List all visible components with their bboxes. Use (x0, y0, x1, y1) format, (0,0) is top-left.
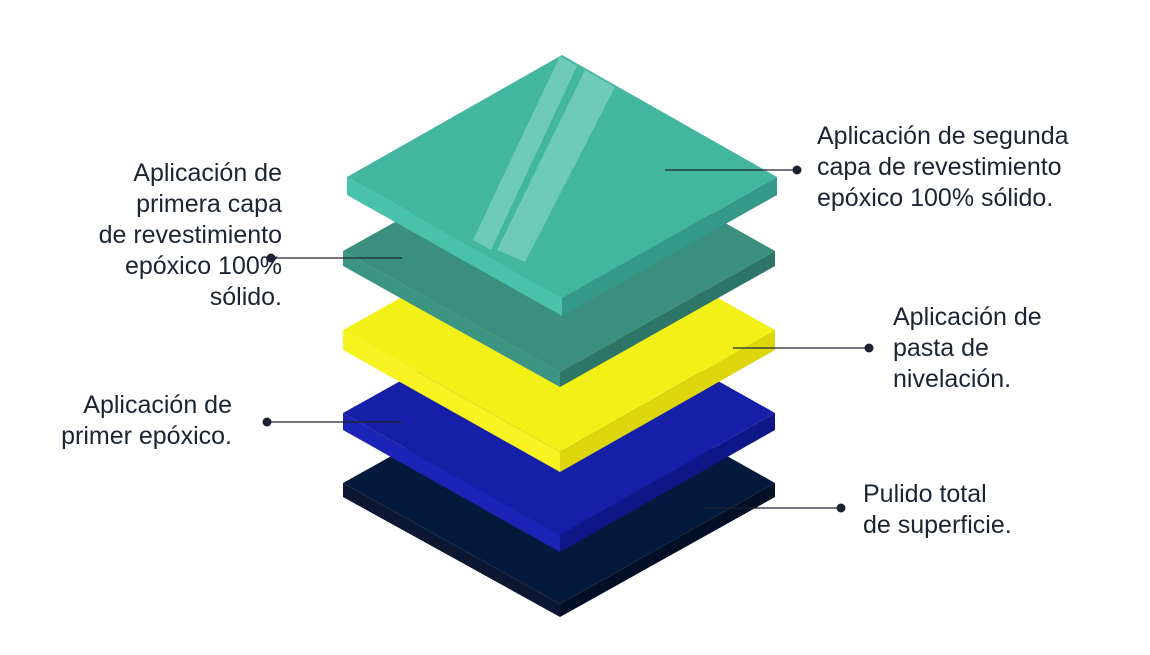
connector-primer (262, 417, 402, 427)
gloss-highlight-1 (473, 56, 577, 250)
connector-pasta (733, 343, 874, 353)
layer-pulido-right-side (560, 483, 775, 617)
layer-primer-left-side (343, 413, 560, 552)
layer-pasta-right-side (560, 330, 775, 472)
label-segunda-capa: Aplicación de segunda capa de revestimie… (817, 122, 1069, 212)
layer-primera-capa-right-side (560, 251, 775, 387)
connector-primera-capa (266, 253, 402, 263)
connector-pulido (703, 503, 846, 513)
layer-pulido-left-side (343, 483, 560, 617)
layer-segunda-capa-left-side (347, 177, 562, 316)
connector-segunda-capa (665, 165, 802, 175)
label-pulido: Pulido total de superficie. (863, 480, 1012, 539)
layer-primer-right-side (560, 413, 775, 552)
layer-segunda-capa (347, 55, 777, 316)
label-primera-capa: Aplicación de primera capa de revestimie… (98, 159, 282, 311)
gloss-highlight-2 (497, 70, 615, 262)
layer-primera-capa-left-side (343, 251, 560, 387)
layer-segunda-capa-right-side (562, 177, 777, 316)
label-primer: Aplicación de primer epóxico. (61, 391, 232, 450)
layer-pasta-left-side (343, 330, 560, 472)
label-pasta: Aplicación de pasta de nivelación. (893, 303, 1042, 393)
